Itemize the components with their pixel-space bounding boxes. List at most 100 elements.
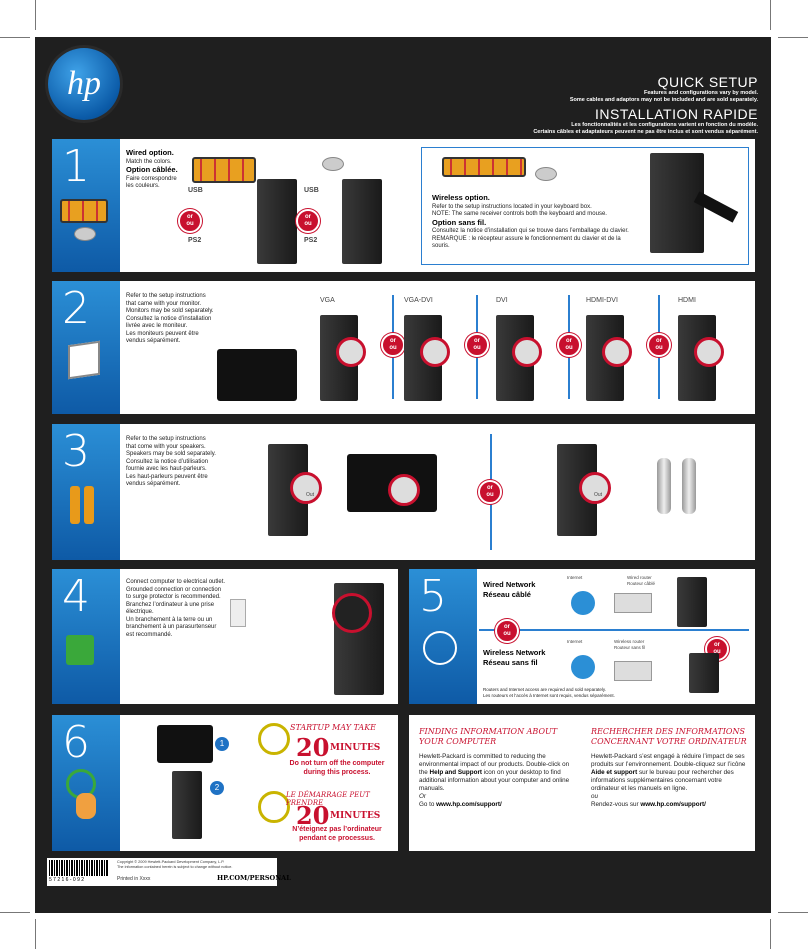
- info-title-en-1: FINDING INFORMATION ABOUT: [419, 727, 558, 736]
- step-number: 5: [419, 571, 447, 622]
- wireless-router-image: [614, 661, 652, 681]
- router-note-1: Routers and Internet access are required…: [483, 687, 606, 692]
- step2-number-column: 2: [52, 281, 120, 414]
- outlet-icon: [66, 635, 94, 665]
- step2-text-2: Monitors may be sold separately.: [126, 308, 214, 314]
- copyright-1: Copyright © 2009 Hewlett-Packard Develop…: [117, 860, 225, 864]
- info-text-fr-1: Hewlett-Packard s’est engagé à réduire l…: [591, 753, 746, 768]
- info-panel: FINDING INFORMATION ABOUT YOUR COMPUTER …: [409, 715, 755, 851]
- wired-router-image: [614, 593, 652, 613]
- support-link[interactable]: www.hp.com/support/: [436, 801, 502, 808]
- info-title-en: FINDING INFORMATION ABOUT YOUR COMPUTER: [419, 727, 557, 747]
- out-label: Out: [306, 492, 315, 498]
- step6-number-column: 6: [52, 715, 120, 851]
- support-link[interactable]: www.hp.com/support/: [640, 801, 706, 808]
- minutes-label: MINUTES: [330, 811, 381, 821]
- ou-text: ou: [655, 345, 663, 351]
- copyright-2: The information contained herein is subj…: [117, 865, 233, 869]
- wireless-note: NOTE: The same receiver controls both th…: [432, 211, 607, 217]
- video-port-callout: [420, 337, 450, 367]
- install-note: Les fonctionnalités et les configuration…: [571, 122, 758, 128]
- step1-panel: 1 Wired option. Match the colors. Option…: [52, 139, 755, 272]
- monitor-image: [217, 349, 297, 401]
- step5-panel: 5 Wired Network Réseau câblé Internet Wi…: [409, 569, 755, 704]
- step4-text-3: Un branchement à la terre ou un branchem…: [126, 616, 217, 638]
- routeur-cable-label: Routeur câblé: [627, 581, 656, 586]
- video-port-callout: [602, 337, 632, 367]
- or-text: or: [305, 214, 311, 220]
- copyright: Copyright © 2009 Hewlett-Packard Develop…: [117, 860, 232, 870]
- mouse-icon: [74, 227, 96, 241]
- crop-mark: [0, 37, 30, 38]
- wireless-title: Wireless option.: [432, 193, 490, 202]
- step-badge: 2: [210, 781, 224, 795]
- step3-number-column: 3: [52, 424, 120, 560]
- wired-router-label: Wired router: [627, 575, 652, 580]
- ou-label: ou: [591, 793, 599, 800]
- startup-warning-1: Do not turn off the computer: [289, 760, 385, 767]
- or-text: or: [566, 338, 572, 344]
- tower-image: [257, 179, 297, 264]
- step4-text: Connect computer to electrical outlet. G…: [126, 579, 226, 639]
- startup-warning-2: during this process.: [303, 769, 371, 776]
- wireless-desc: Refer to the setup instructions located …: [432, 203, 592, 210]
- demarrage-minutes: 20: [296, 801, 330, 830]
- audio-port-callout: [579, 472, 611, 504]
- barcode-image: [49, 860, 109, 876]
- port-label: DVI: [496, 297, 508, 304]
- step4-text-1: Connect computer to electrical outlet. G…: [126, 579, 226, 600]
- info-text-en-1: Hewlett-Packard is committed to reducing…: [419, 753, 570, 776]
- step6-panel: 6 1 2 STARTUP MAY TAKE 20 MINUTES Do not…: [52, 715, 398, 851]
- option-title: Option câblée.: [126, 165, 178, 174]
- wired-title: Wired option.: [126, 148, 174, 157]
- ou-text: ou: [389, 345, 397, 351]
- option-desc: Faire correspondre les couleurs.: [126, 175, 177, 190]
- step1-number-column: 1: [52, 139, 120, 272]
- wireless-network-title: Wireless Network: [483, 648, 546, 657]
- speaker-image: [682, 458, 696, 514]
- video-port-callout: [694, 337, 724, 367]
- audio-port-callout: [388, 474, 420, 506]
- info-title-fr: RECHERCHER DES INFORMATIONS CONCERNANT V…: [591, 727, 747, 747]
- info-title-fr-1: RECHERCHER DES INFORMATIONS: [591, 727, 745, 736]
- or-text: or: [187, 214, 193, 220]
- info-title-fr-2: CONCERNANT VOTRE ORDINATEUR: [591, 737, 747, 746]
- crop-mark: [35, 0, 36, 30]
- power-port-callout: [332, 593, 372, 633]
- crop-mark: [770, 0, 771, 30]
- step-number: 6: [62, 717, 90, 768]
- ou-text: ou: [486, 492, 494, 498]
- startup-title: STARTUP MAY TAKE: [290, 723, 377, 732]
- step2-text-4: Les moniteurs peuvent être vendus séparé…: [126, 330, 199, 345]
- wall-outlet-image: [230, 599, 246, 627]
- info-text-en-2: icon on your desktop to find additional …: [419, 769, 570, 792]
- ou-text: ou: [565, 345, 573, 351]
- demarrage-warning-2: pendant ce processus.: [299, 835, 375, 842]
- info-text-fr: Hewlett-Packard s’est engagé à réduire l…: [591, 753, 749, 809]
- step3-text: Refer to the setup instructions that com…: [126, 436, 216, 489]
- quick-setup-note: Features and configurations vary by mode…: [644, 90, 758, 96]
- step3-text-4: Les haut-parleurs peuvent être vendus sé…: [126, 473, 208, 488]
- or-text: or: [504, 624, 510, 630]
- quick-setup-header: QUICK SETUP Features and configurations …: [533, 74, 758, 136]
- or-label: Or: [419, 793, 426, 800]
- or-text: or: [390, 338, 396, 344]
- info-text-en: Hewlett-Packard is committed to reducing…: [419, 753, 577, 809]
- usb-label: USB: [188, 187, 203, 194]
- step4-number-column: 4: [52, 569, 120, 704]
- wired-keyboard-image: [192, 157, 256, 183]
- or-text: or: [656, 338, 662, 344]
- rendez-vous-label: Rendez-vous sur: [591, 801, 639, 808]
- port-label: HDMI: [678, 297, 696, 304]
- router-note: Routers and Internet access are required…: [483, 687, 615, 699]
- ou-text: ou: [713, 649, 721, 655]
- ou-text: ou: [304, 221, 312, 227]
- wireless-mouse-image: [535, 167, 557, 181]
- tower-image: [689, 653, 719, 693]
- ou-text: ou: [186, 221, 194, 227]
- barcode-digits: 5 7 2 1 6 - 0 9 2: [49, 877, 85, 883]
